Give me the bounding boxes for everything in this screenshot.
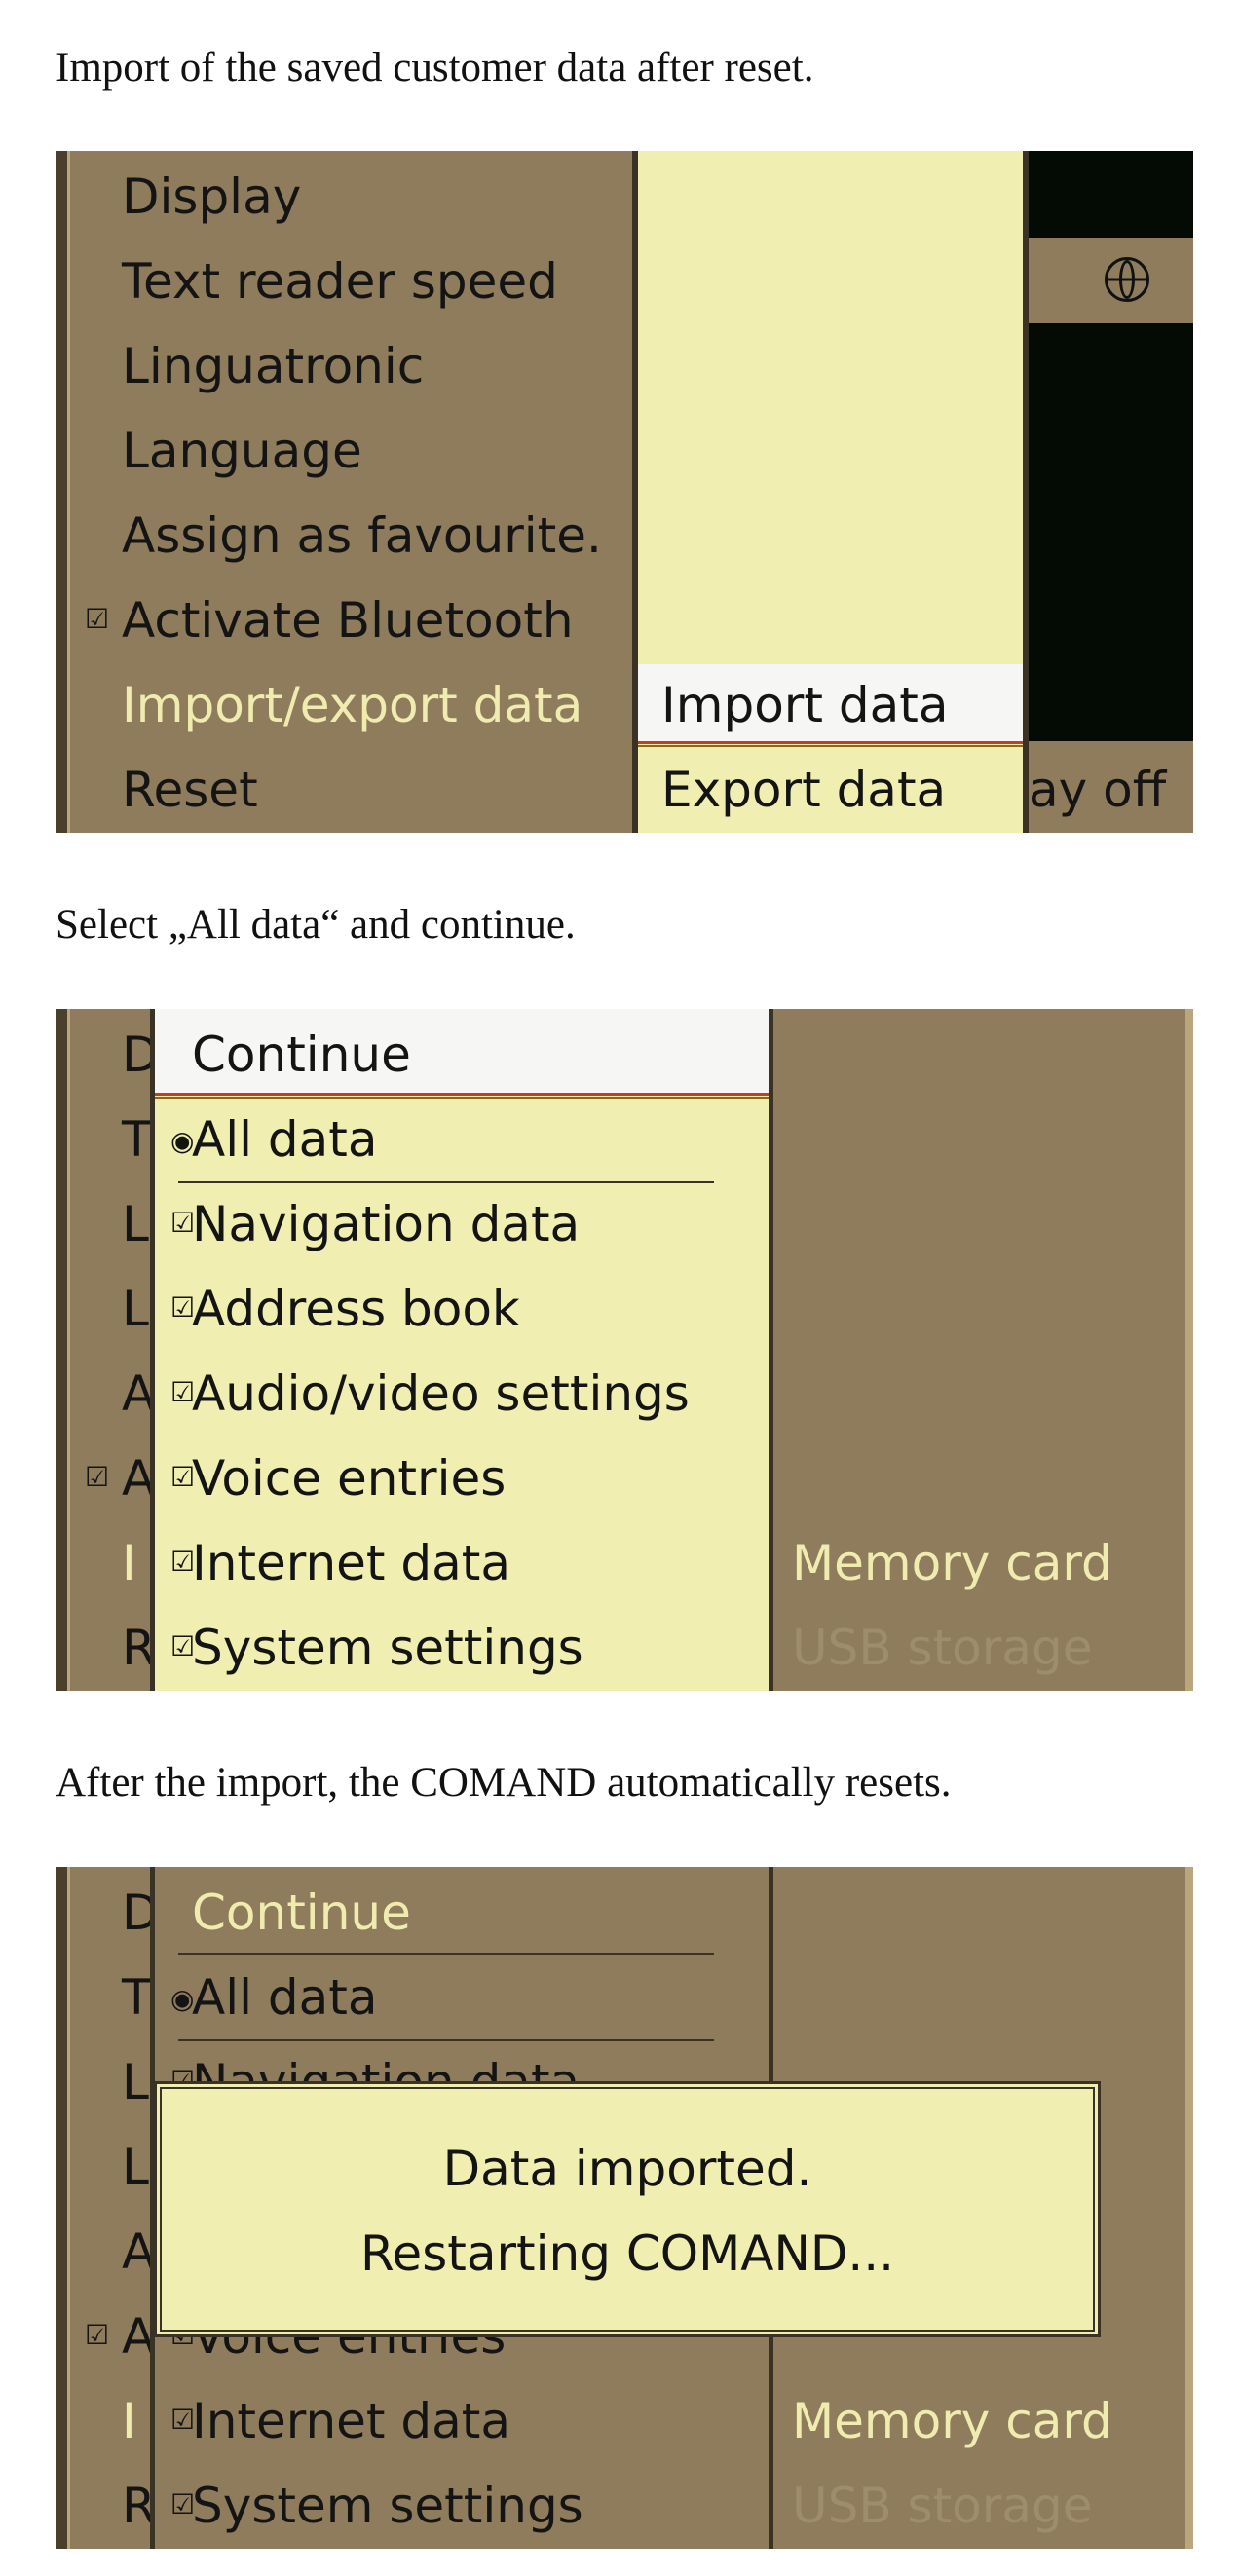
continue-button[interactable]: Continue — [192, 1027, 411, 1083]
option-system-settings[interactable]: System settings — [192, 2478, 583, 2534]
submenu-separator-left — [632, 151, 638, 833]
menu-item-reset[interactable]: Reset — [122, 762, 258, 818]
checkbox-checked-icon: ☑ — [170, 1546, 196, 1578]
right-edge — [1185, 1867, 1193, 2549]
bg-menu-letter: T — [122, 1969, 152, 2026]
bg-menu-letter: L — [122, 1196, 149, 1252]
option-address-book[interactable]: Address book — [192, 1281, 520, 1337]
import-options-popup: Continue ◉ All data ☑ Navigation data ☑ … — [150, 1009, 773, 1691]
checkbox-checked-icon: ☑ — [170, 1376, 196, 1408]
caption-select-all-data: Select „All data“ and continue. — [56, 902, 576, 948]
bg-menu-letter: A — [122, 1450, 156, 1507]
option-voice-entries[interactable]: Voice entries — [192, 1450, 507, 1507]
bg-menu-letter: R — [122, 2478, 156, 2534]
bg-menu-letter: A — [122, 1365, 156, 1422]
bg-menu-letter: T — [122, 1111, 152, 1168]
option-audio-video-settings[interactable]: Audio/video settings — [192, 1365, 690, 1422]
option-divider — [178, 1953, 714, 1955]
right-status-band — [1029, 238, 1193, 323]
selection-underline — [155, 1093, 769, 1096]
bg-menu-letter: L — [122, 2139, 149, 2195]
popup-border-right — [769, 1009, 773, 1691]
option-internet-data[interactable]: Internet data — [192, 1535, 511, 1591]
right-fragment-text: ay off — [1029, 762, 1167, 818]
menu-item-linguatronic[interactable]: Linguatronic — [122, 338, 425, 394]
bg-menu-letter: R — [122, 1620, 156, 1676]
menu-item-display[interactable]: Display — [122, 168, 302, 225]
caption-automatic-reset: After the import, the COMAND automatical… — [56, 1760, 952, 1806]
screen-import-selection: D T L L A ☑ A I R Continue ◉ All data ☑ … — [56, 1009, 1193, 1691]
submenu-panel: Import data Export data — [632, 151, 1029, 833]
radio-selected-icon: ◉ — [170, 1983, 195, 2015]
menu-item-assign-favourite[interactable]: Assign as favourite. — [122, 507, 602, 564]
popup-border-left — [150, 1009, 155, 1691]
selection-underline — [638, 741, 1023, 744]
selection-bar — [638, 664, 1023, 742]
screen-import-complete: D T L L A ☑ A I R Continue ◉ All data ☑ … — [56, 1867, 1193, 2549]
checkbox-checked-icon: ☑ — [85, 2319, 110, 2351]
checkbox-checked-icon: ☑ — [85, 603, 110, 635]
submenu-item-import-data[interactable]: Import data — [661, 677, 949, 733]
checkbox-checked-icon: ☑ — [170, 2488, 196, 2520]
checkbox-checked-icon: ☑ — [85, 1461, 110, 1493]
checkbox-checked-icon: ☑ — [170, 1461, 196, 1493]
option-all-data[interactable]: All data — [192, 1969, 378, 2026]
submenu-item-export-data[interactable]: Export data — [661, 762, 947, 818]
option-navigation-data[interactable]: Navigation data — [192, 1196, 581, 1252]
screen-edge — [56, 151, 70, 833]
right-bottom-band: ay off — [1029, 741, 1193, 833]
storage-memory-card[interactable]: Memory card — [792, 1535, 1112, 1591]
option-internet-data[interactable]: Internet data — [192, 2393, 511, 2449]
option-divider — [178, 2039, 714, 2041]
checkbox-checked-icon: ☑ — [170, 2404, 196, 2436]
screen-import-export-menu: Display Text reader speed Linguatronic L… — [56, 151, 1193, 833]
bg-menu-letter: A — [122, 2223, 156, 2280]
import-complete-dialog: Data imported. Restarting COMAND... — [154, 2081, 1101, 2337]
checkbox-checked-icon: ☑ — [170, 1207, 196, 1239]
checkbox-checked-icon: ☑ — [170, 1291, 196, 1324]
bg-menu-letter: A — [122, 2308, 156, 2365]
option-divider — [178, 1181, 714, 1183]
globe-icon — [1105, 257, 1149, 302]
menu-item-import-export-data[interactable]: Import/export data — [122, 677, 583, 733]
selection-underline-shadow — [638, 745, 1023, 747]
screen-edge — [56, 1009, 70, 1691]
continue-button[interactable]: Continue — [192, 1885, 411, 1941]
bg-menu-letter: I — [122, 1535, 136, 1591]
caption-import-after-reset: Import of the saved customer data after … — [56, 45, 814, 91]
bg-menu-letter: I — [122, 2393, 136, 2449]
dialog-message-imported: Data imported. — [442, 2141, 812, 2197]
submenu-separator-right — [1023, 151, 1029, 833]
bg-menu-letter: L — [122, 1281, 149, 1337]
menu-item-activate-bluetooth[interactable]: Activate Bluetooth — [122, 592, 574, 649]
option-system-settings[interactable]: System settings — [192, 1620, 583, 1676]
storage-usb[interactable]: USB storage — [792, 1620, 1093, 1676]
menu-item-language[interactable]: Language — [122, 423, 362, 479]
radio-selected-icon: ◉ — [170, 1125, 195, 1157]
option-all-data[interactable]: All data — [192, 1111, 378, 1168]
checkbox-checked-icon: ☑ — [170, 1630, 196, 1662]
menu-item-text-reader-speed[interactable]: Text reader speed — [122, 253, 558, 310]
storage-usb[interactable]: USB storage — [792, 2478, 1093, 2534]
storage-memory-card[interactable]: Memory card — [792, 2393, 1112, 2449]
screen-edge — [56, 1867, 70, 2549]
dialog-message-restarting: Restarting COMAND... — [359, 2225, 895, 2282]
right-edge — [1185, 1009, 1193, 1691]
popup-border-left — [150, 1867, 155, 2549]
bg-menu-letter: L — [122, 2054, 149, 2110]
selection-underline-shadow — [155, 1097, 769, 1099]
selection-bar — [155, 1009, 769, 1093]
